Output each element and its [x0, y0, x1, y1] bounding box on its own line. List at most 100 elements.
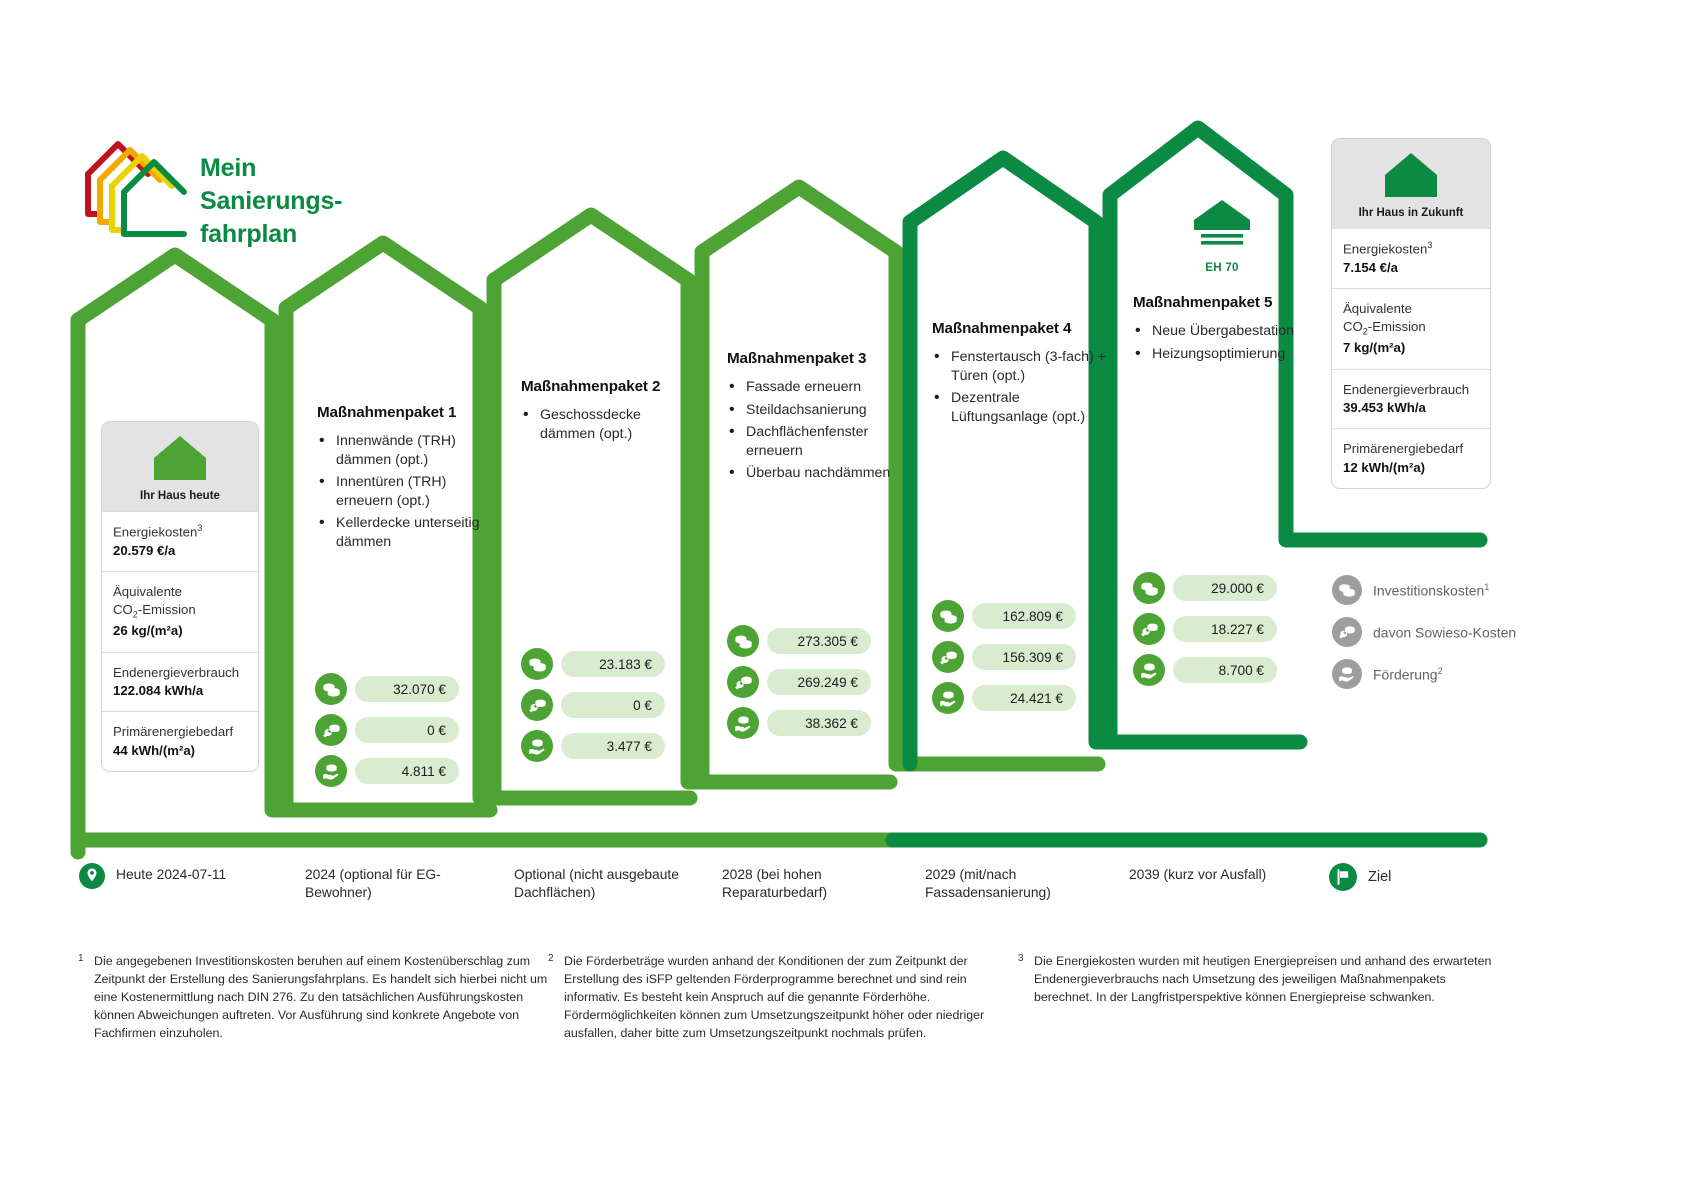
list-item: Fenstertausch (3-fach) + Türen (opt.) — [932, 347, 1108, 385]
house-icon — [154, 436, 206, 480]
package-4-measures: Fenstertausch (3-fach) + Türen (opt.) De… — [932, 347, 1108, 426]
timeline-label-start: Heute 2024-07-11 — [116, 867, 227, 882]
timeline-label-step-3: 2028 (bei hohen Reparaturbedarf) — [722, 867, 828, 901]
house-future-header: Ihr Haus in Zukunft — [1332, 139, 1490, 228]
cost-row-investition: 162.809 € — [932, 600, 1076, 632]
package-1: Maßnahmenpaket 1 Innenwände (TRH) dämmen… — [317, 404, 493, 556]
footnote-3-text: Die Energiekosten wurden mit heutigen En… — [1034, 954, 1492, 1005]
footnote-1-text: Die angegebenen Investitionskosten beruh… — [94, 954, 548, 1041]
today-value-co2: 26 kg/(m²a) — [113, 623, 183, 639]
future-row-energiekosten: Energiekosten3 7.154 €/a — [1332, 228, 1490, 288]
package-5-costs: 29.000 € 18.227 € 8.700 € — [1133, 572, 1277, 695]
future-value-co2: 7 kg/(m²a) — [1343, 340, 1406, 356]
legend-label: Investitionskosten1 — [1373, 582, 1489, 599]
house-efficiency-icon — [1194, 200, 1250, 245]
today-label-endenergie: Endenergieverbrauch — [113, 664, 240, 680]
wrench-coins-icon — [932, 641, 964, 673]
house-today-card: Ihr Haus heute Energiekosten3 20.579 €/a… — [101, 421, 259, 773]
flag-icon — [1329, 863, 1357, 891]
package-1-costs: 32.070 € 0 € 4.811 € — [315, 673, 459, 796]
today-label-primaerenergie: Primärenergiebedarf — [113, 724, 234, 740]
legend-text: Investitionskosten — [1373, 582, 1485, 599]
package-3-costs: 273.305 € 269.249 € 38.362 € — [727, 625, 871, 748]
cost-row-sowieso: 0 € — [315, 714, 459, 746]
future-value-primaerenergie: 12 kWh/(m²a) — [1343, 459, 1426, 475]
hand-coins-icon — [315, 755, 347, 787]
logo-wordmark: Mein Sanierungs- fahrplan — [200, 154, 343, 248]
cost-row-sowieso: 18.227 € — [1133, 613, 1277, 645]
cost-value: 0 € — [355, 717, 459, 743]
hand-coins-icon — [932, 682, 964, 714]
timeline-goal-label: Ziel — [1368, 869, 1392, 885]
house-icon — [1385, 153, 1437, 197]
coins-icon — [727, 625, 759, 657]
cost-row-sowieso: 156.309 € — [932, 641, 1076, 673]
coins-icon — [521, 648, 553, 680]
today-value-endenergie: 122.084 kWh/a — [113, 683, 204, 699]
footnote-3: 3 Die Energiekosten wurden mit heutigen … — [1018, 952, 1498, 1006]
package-3: Maßnahmenpaket 3 Fassade erneuern Steild… — [727, 350, 903, 487]
location-pin-icon — [79, 863, 105, 889]
package-2-title: Maßnahmenpaket 2 — [521, 378, 661, 395]
cost-row-foerderung: 8.700 € — [1133, 654, 1277, 686]
list-item: Neue Übergabestation — [1133, 321, 1309, 342]
future-row-primaerenergie: Primärenergiebedarf 12 kWh/(m²a) — [1332, 428, 1490, 488]
future-label-primaerenergie: Primärenergiebedarf — [1343, 441, 1464, 457]
footnote-2: 2 Die Förderbeträge wurden anhand der Ko… — [548, 952, 1018, 1043]
hand-coins-icon — [1133, 654, 1165, 686]
package-5-title: Maßnahmenpaket 5 — [1133, 294, 1273, 311]
house-future-card: Ihr Haus in Zukunft Energiekosten3 7.154… — [1331, 138, 1491, 490]
coins-icon — [1332, 575, 1362, 605]
cost-value: 23.183 € — [561, 651, 665, 677]
list-item: Fassade erneuern — [727, 377, 903, 398]
cost-value: 0 € — [561, 692, 665, 718]
future-value-endenergie: 39.453 kWh/a — [1343, 400, 1426, 416]
cost-row-foerderung: 3.477 € — [521, 730, 665, 762]
house-today-title: Ihr Haus heute — [140, 490, 220, 502]
coins-icon — [1133, 572, 1165, 604]
package-1-measures: Innenwände (TRH) dämmen (opt.) Innentüre… — [317, 431, 493, 552]
legend-label: davon Sowieso-Kosten — [1373, 624, 1516, 640]
cost-value: 18.227 € — [1173, 616, 1277, 642]
today-value-primaerenergie: 44 kWh/(m²a) — [113, 742, 196, 758]
future-label-energiekosten: Energiekosten — [1343, 241, 1428, 257]
package-5-measures: Neue Übergabestation Heizungsoptimierung — [1133, 321, 1309, 364]
package-4-title: Maßnahmenpaket 4 — [932, 320, 1072, 337]
cost-value: 24.421 € — [972, 685, 1076, 711]
legend-label: Förderung2 — [1373, 666, 1443, 683]
footnote-3-number: 3 — [1018, 953, 1024, 964]
footnote-2-text: Die Förderbeträge wurden anhand der Kond… — [564, 954, 985, 1041]
future-value-energiekosten: 7.154 €/a — [1343, 259, 1398, 275]
cost-row-investition: 273.305 € — [727, 625, 871, 657]
cost-row-investition: 32.070 € — [315, 673, 459, 705]
hand-coins-icon — [727, 707, 759, 739]
timeline-label-step-2: Optional (nicht ausgebaute Dachflächen) — [514, 867, 679, 901]
today-value-energiekosten: 20.579 €/a — [113, 542, 176, 558]
cost-row-investition: 29.000 € — [1133, 572, 1277, 604]
wrench-coins-icon — [1133, 613, 1165, 645]
list-item: Steildachsanierung — [727, 400, 903, 421]
footnote-1-number: 1 — [78, 953, 84, 964]
package-3-title: Maßnahmenpaket 3 — [727, 350, 867, 367]
future-row-endenergie: Endenergieverbrauch 39.453 kWh/a — [1332, 368, 1490, 429]
cost-row-foerderung: 38.362 € — [727, 707, 871, 739]
cost-row-foerderung: 4.811 € — [315, 755, 459, 787]
wrench-coins-icon — [521, 689, 553, 721]
legend-item-investitionskosten: Investitionskosten1 — [1332, 575, 1516, 605]
wrench-coins-icon — [1332, 617, 1362, 647]
cost-value: 32.070 € — [355, 676, 459, 702]
timeline-goal: Ziel — [1328, 862, 1391, 892]
cost-row-foerderung: 24.421 € — [932, 682, 1076, 714]
cost-value: 3.477 € — [561, 733, 665, 759]
cost-value: 4.811 € — [355, 758, 459, 784]
package-2-costs: 23.183 € 0 € 3.477 € — [521, 648, 665, 771]
today-label-energiekosten: Energiekosten — [113, 524, 198, 540]
cost-value: 29.000 € — [1173, 575, 1277, 601]
legend-item-sowieso-kosten: davon Sowieso-Kosten — [1332, 617, 1516, 647]
cost-legend: Investitionskosten1 davon Sowieso-Kosten… — [1332, 575, 1516, 701]
cost-row-investition: 23.183 € — [521, 648, 665, 680]
future-label-endenergie: Endenergieverbrauch — [1343, 381, 1470, 397]
